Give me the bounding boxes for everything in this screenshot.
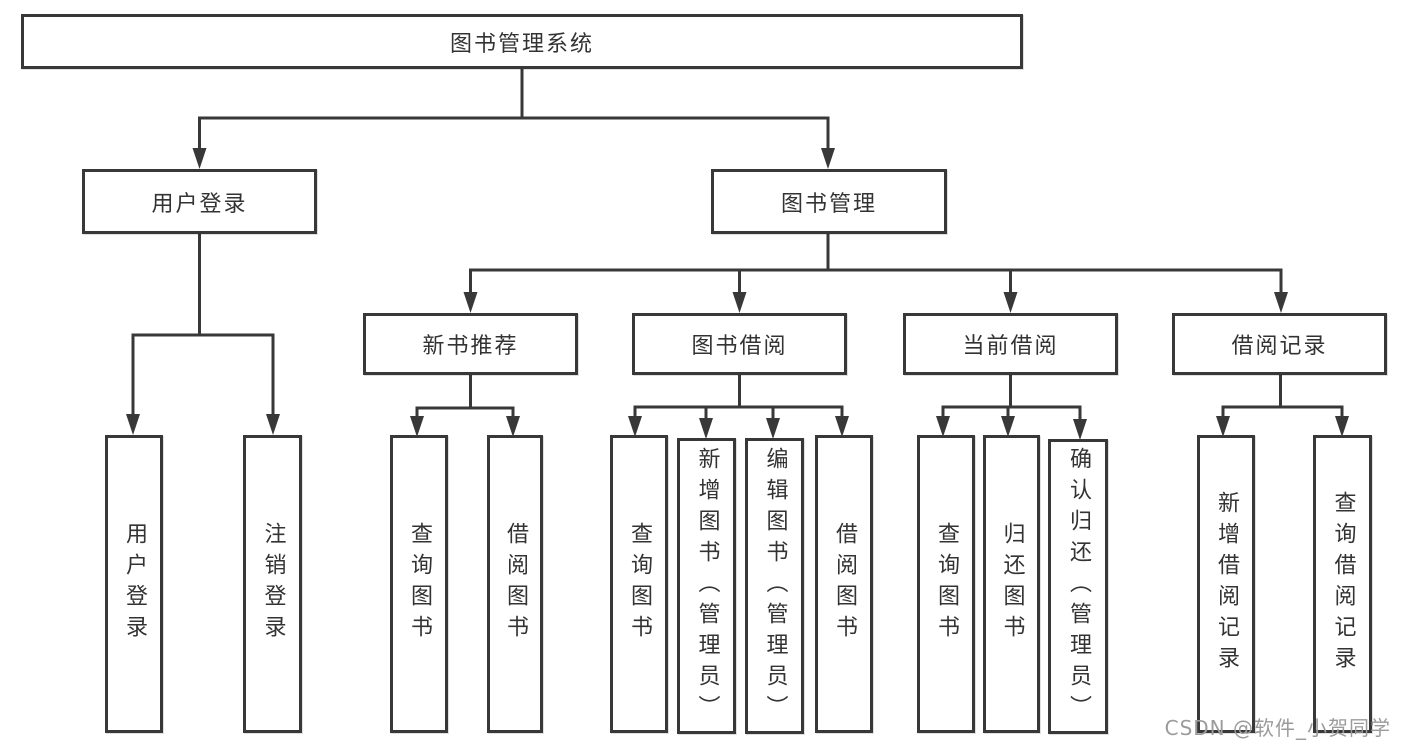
connector-root: [198, 69, 830, 150]
arrowheads: [126, 148, 1349, 440]
node-current-borrowing: 当前借阅: [903, 313, 1118, 375]
node-label: 借阅图书: [503, 522, 528, 646]
node-label: 用户登录: [122, 522, 147, 646]
node-label: 新增图书（管理员）: [694, 446, 720, 726]
leaf-user-login: 用户登录: [105, 435, 163, 733]
node-label: 借阅记录: [1231, 334, 1328, 359]
node-label: 查询图书: [934, 522, 959, 646]
node-label: 新书推荐: [422, 334, 519, 359]
leaf-edit-book-admin: 编辑图书（管理员）: [745, 438, 804, 734]
node-user-login: 用户登录: [82, 169, 317, 234]
node-label: 查询借阅记录: [1330, 491, 1356, 677]
node-label: 图书管理系统: [449, 31, 594, 57]
connector-user-login: [131, 234, 275, 416]
node-label: 查询图书: [407, 522, 432, 646]
node-label: 新增借阅记录: [1214, 491, 1239, 677]
leaf-confirm-return-admin: 确认归还（管理员）: [1048, 439, 1108, 734]
connector-book-mgmt: [469, 234, 1283, 294]
node-label: 用户登录: [151, 191, 248, 217]
node-label: 查询图书: [627, 522, 652, 646]
node-label: 图书管理: [780, 191, 877, 217]
node-label: 确认归还（管理员）: [1066, 447, 1091, 726]
connector-borrowing: [633, 375, 844, 420]
connector-records: [1221, 375, 1344, 418]
connector-new-books: [415, 375, 515, 418]
csdn-watermark: CSDN @软件_小贺同学: [1164, 716, 1391, 740]
leaf-borrow-books-1: 借阅图书: [487, 435, 543, 733]
leaf-return-book: 归还图书: [983, 435, 1040, 733]
node-borrowing-records: 借阅记录: [1172, 313, 1387, 375]
connector-current: [941, 375, 1082, 421]
leaf-logout: 注销登录: [243, 435, 302, 733]
node-label: 图书借阅: [691, 334, 788, 359]
node-label: 归还图书: [999, 522, 1025, 646]
leaf-query-books-3: 查询图书: [917, 435, 975, 733]
node-book-management: 图书管理: [711, 169, 947, 234]
node-label: 借阅图书: [832, 522, 857, 646]
leaf-query-borrow-record: 查询借阅记录: [1313, 435, 1372, 733]
leaf-query-books-1: 查询图书: [390, 435, 448, 733]
node-system-root: 图书管理系统: [21, 14, 1023, 69]
node-label: 注销登录: [260, 522, 286, 646]
node-new-book-recommend: 新书推荐: [363, 313, 578, 375]
leaf-add-book-admin: 新增图书（管理员）: [677, 438, 736, 734]
leaf-query-books-2: 查询图书: [610, 435, 668, 733]
leaf-borrow-books-2: 借阅图书: [815, 435, 873, 733]
node-label: 当前借阅: [962, 334, 1059, 359]
node-book-borrowing: 图书借阅: [632, 313, 847, 375]
node-label: 编辑图书（管理员）: [762, 446, 788, 726]
leaf-add-borrow-record: 新增借阅记录: [1197, 435, 1255, 733]
